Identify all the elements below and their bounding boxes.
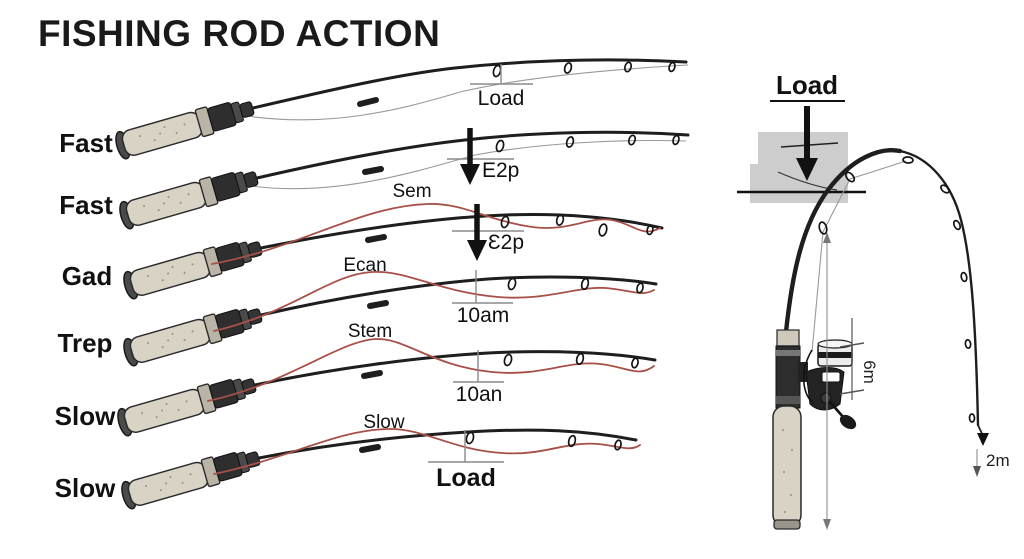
- rod-2-fast: E2p: [116, 128, 690, 232]
- rod-ferrule: [361, 370, 383, 379]
- rod-blank: [253, 350, 657, 387]
- annotation-stem: Stem: [348, 321, 392, 342]
- rod-guides: [500, 214, 654, 237]
- rod-blank: [255, 130, 690, 180]
- rod-ferrule: [357, 97, 379, 107]
- bent-rod-tip: [898, 149, 980, 427]
- vertical-handle: [772, 329, 802, 530]
- rod-6-slow: Slow Load: [118, 412, 641, 512]
- rod-ferrule: [362, 166, 384, 175]
- dimension-6m: 6m: [839, 318, 879, 400]
- block-curve: [777, 171, 838, 191]
- load-arrow-icon: [796, 106, 818, 181]
- rod-ferrule: [365, 234, 387, 243]
- annotation-load-bottom: Load: [436, 464, 496, 492]
- annotation-load-top: Load: [478, 87, 525, 110]
- rod-5-slow: Stem 10an: [114, 321, 657, 439]
- spinning-reel: [798, 339, 857, 430]
- rod-4-trep: Ecan 10am: [120, 255, 658, 369]
- rod-label-slow-1: Slow: [55, 401, 116, 431]
- annotation-slow-mid: Slow: [363, 412, 404, 433]
- rod-blank: [257, 428, 638, 460]
- rod-ferrule: [359, 444, 381, 453]
- rod-grip: [120, 300, 266, 369]
- load-block: [750, 132, 848, 203]
- down-arrow-icon: [467, 204, 487, 261]
- rod-3-gad: Sem Ɛ2p: [120, 181, 664, 302]
- rod-grip: [112, 93, 258, 162]
- dim-6m-label: 6m: [860, 360, 879, 384]
- rod-ferrule: [367, 300, 389, 309]
- rod-grip: [116, 163, 262, 232]
- annotation-sem: Sem: [392, 181, 431, 202]
- rod-guides: [495, 134, 680, 153]
- action-curve: [211, 203, 661, 265]
- bent-rod-guides: [818, 156, 976, 423]
- action-curve: [207, 338, 655, 402]
- rod-guides: [465, 431, 622, 451]
- annotation-e2p: E2p: [482, 159, 519, 182]
- rod-guides: [503, 352, 639, 369]
- down-arrow-icon: [460, 128, 480, 185]
- fishing-line: [246, 64, 689, 121]
- bent-rod-lower: [783, 148, 903, 335]
- dimension-line-vertical: [823, 232, 831, 530]
- fishing-line: [811, 160, 907, 353]
- annotation-ecan: Ecan: [343, 255, 386, 276]
- rod-blank: [251, 58, 688, 110]
- rod-label-gad: Gad: [62, 261, 113, 291]
- dim-2m-label: 2m: [986, 451, 1010, 470]
- rod-label-fast-2: Fast: [59, 190, 113, 220]
- rod-label-trep: Trep: [58, 328, 113, 358]
- annotation-eps2p: Ɛ2p: [488, 231, 524, 254]
- action-curve: [213, 271, 655, 332]
- action-curve: [213, 428, 641, 475]
- rod-grip: [118, 443, 264, 512]
- rod-label-fast-1: Fast: [59, 128, 113, 158]
- rod-grip: [114, 370, 260, 439]
- rod-guides: [492, 61, 676, 78]
- dimension-2m: 2m: [973, 424, 1010, 477]
- loaded-rod-panel: Load: [737, 70, 1010, 530]
- rod-label-slow-2: Slow: [55, 473, 116, 503]
- page-title: FISHING ROD ACTION: [38, 13, 440, 54]
- rod-guides: [507, 277, 644, 294]
- rod-1-fast: Load: [112, 58, 689, 162]
- rod-grip: [120, 233, 266, 302]
- fishing-line: [250, 139, 687, 190]
- right-load-label: Load: [776, 70, 838, 100]
- annotation-10an: 10an: [456, 383, 503, 406]
- annotation-10am: 10am: [457, 304, 510, 327]
- rod-blank: [259, 275, 658, 317]
